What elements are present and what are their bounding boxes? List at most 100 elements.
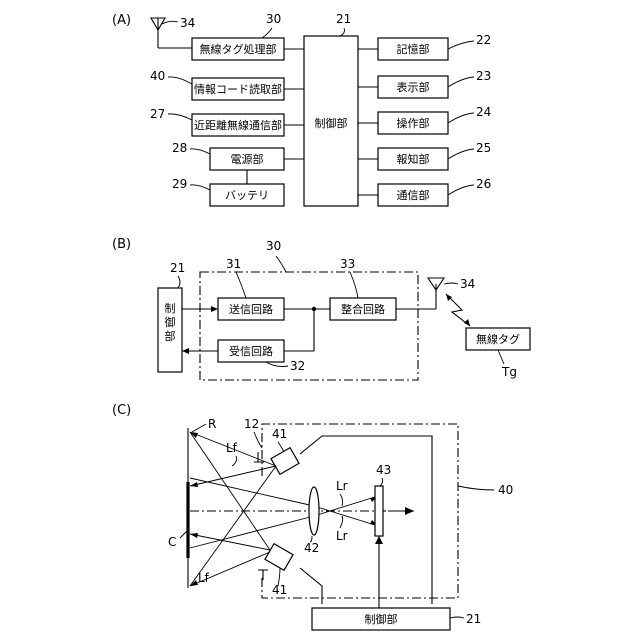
leader-line bbox=[340, 494, 343, 506]
leader-line bbox=[448, 113, 474, 123]
ref-number: 28 bbox=[172, 141, 187, 155]
panel-c-label: (C) bbox=[112, 403, 131, 418]
arrow-icon bbox=[405, 507, 414, 515]
receive-circuit-label: 受信回路 bbox=[229, 345, 273, 358]
r-label: R bbox=[208, 417, 216, 431]
wireless-tag-label: 無線タグ bbox=[476, 332, 520, 346]
leader-line bbox=[350, 272, 358, 298]
leader-line bbox=[162, 21, 178, 24]
display-label: 表示部 bbox=[397, 80, 430, 94]
leader-line bbox=[444, 283, 458, 284]
panel-b-label: (B) bbox=[112, 237, 131, 252]
image-sensor bbox=[375, 486, 383, 536]
leader-line bbox=[380, 478, 383, 486]
leader-line bbox=[448, 41, 474, 49]
leader-line bbox=[190, 149, 210, 154]
c-label: C bbox=[168, 535, 176, 549]
ref-number: 41 bbox=[272, 583, 287, 597]
ref-number: 33 bbox=[340, 257, 355, 271]
ref-number: 40 bbox=[150, 69, 165, 83]
short-range-comm-label: 近距離無線通信部 bbox=[194, 118, 282, 132]
reader-body-upper bbox=[300, 436, 432, 604]
leader-line bbox=[450, 617, 464, 618]
ref-number: 25 bbox=[476, 141, 491, 155]
ref-number: 27 bbox=[150, 107, 165, 121]
ref-number: 22 bbox=[476, 33, 491, 47]
ref-number: 24 bbox=[476, 105, 491, 119]
ref-number: 30 bbox=[266, 12, 281, 26]
reflected-rays bbox=[190, 478, 378, 548]
antenna-number: 34 bbox=[180, 16, 195, 30]
control-unit-label: 制御部 bbox=[315, 116, 348, 130]
leader-line bbox=[448, 77, 474, 87]
ref-number: 34 bbox=[460, 277, 475, 291]
leader-line bbox=[232, 456, 237, 466]
leader-line bbox=[276, 256, 286, 272]
control-unit-label: 制御部 bbox=[365, 612, 398, 626]
leader-line bbox=[192, 424, 206, 432]
power-unit-label: 電源部 bbox=[231, 152, 264, 166]
control-char: 制 bbox=[165, 302, 176, 315]
ref-number: 29 bbox=[172, 177, 187, 191]
control-char: 部 bbox=[165, 329, 176, 343]
rf-module-enclosure bbox=[200, 272, 418, 380]
lens bbox=[309, 487, 319, 535]
lr-lower-label: Lr bbox=[336, 529, 348, 543]
leader-line bbox=[168, 114, 192, 120]
notification-label: 報知部 bbox=[397, 152, 430, 166]
leader-line bbox=[262, 28, 272, 38]
ref-number: 41 bbox=[272, 427, 287, 441]
panel-c: (C) R C 40 41 12 41 bbox=[112, 403, 513, 630]
leader-line bbox=[458, 486, 494, 490]
panel-a: (A) 34 無線タグ処理部 情報コード読取部 近距離無線通信部 電源部 バッテ… bbox=[112, 12, 491, 206]
info-code-reader-label: 情報コード読取部 bbox=[194, 82, 282, 96]
lf-lower-label: Lf bbox=[198, 571, 210, 585]
ref-number: 23 bbox=[476, 69, 491, 83]
send-circuit-label: 送信回路 bbox=[229, 302, 273, 316]
leader-line bbox=[266, 362, 288, 367]
panel-a-label: (A) bbox=[112, 13, 131, 28]
ref-number: 12 bbox=[244, 417, 259, 431]
tag-ref: Tg bbox=[501, 365, 517, 379]
light-source-lower bbox=[265, 544, 293, 571]
ref-number: 21 bbox=[466, 612, 481, 626]
ref-number: 21 bbox=[336, 12, 351, 26]
control-unit-label-char: 制御部 bbox=[165, 302, 176, 343]
ref-number: 30 bbox=[266, 239, 281, 253]
light-source-upper bbox=[271, 448, 299, 475]
matching-circuit-label: 整合回路 bbox=[341, 302, 385, 316]
ref-number: 42 bbox=[304, 541, 319, 555]
leader-line bbox=[168, 77, 192, 84]
operation-label: 操作部 bbox=[397, 116, 430, 130]
leader-line bbox=[278, 442, 284, 452]
leader-line bbox=[448, 185, 474, 195]
illumination-rays bbox=[190, 432, 276, 586]
leader-line bbox=[340, 28, 345, 36]
wireless-tag-processing-label: 無線タグ処理部 bbox=[200, 42, 277, 56]
lf-upper-label: Lf bbox=[226, 441, 238, 455]
ref-number: 43 bbox=[376, 463, 391, 477]
marker-lower bbox=[258, 570, 268, 580]
ref-number: 40 bbox=[498, 483, 513, 497]
leader-line bbox=[178, 276, 180, 288]
leader-line bbox=[254, 432, 262, 448]
wireless-link-icon bbox=[446, 294, 470, 326]
leader-line bbox=[190, 185, 210, 190]
ref-number: 32 bbox=[290, 359, 305, 373]
lr-upper-label: Lr bbox=[336, 479, 348, 493]
leader-line bbox=[498, 350, 504, 364]
leader-line bbox=[448, 149, 474, 159]
panel-b: (B) 30 制御部 21 送信回路 31 整合回路 33 受信回路 32 bbox=[112, 237, 530, 380]
communication-label: 通信部 bbox=[397, 188, 430, 202]
battery-label: バッテリ bbox=[225, 189, 269, 202]
leader-line bbox=[340, 516, 343, 528]
control-char: 御 bbox=[165, 315, 176, 329]
memory-label: 記憶部 bbox=[397, 42, 430, 56]
ref-number: 26 bbox=[476, 177, 491, 191]
arrow-icon bbox=[375, 536, 383, 544]
reader-body-lower bbox=[300, 568, 322, 604]
leader-line bbox=[236, 272, 246, 298]
ref-number: 31 bbox=[226, 257, 241, 271]
ref-number: 21 bbox=[170, 261, 185, 275]
